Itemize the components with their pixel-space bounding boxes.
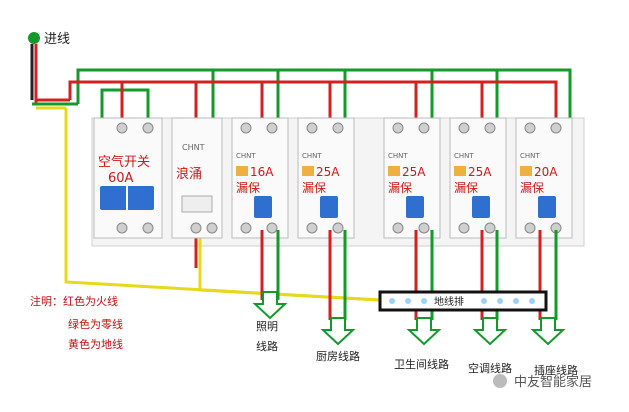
breaker-handle[interactable] — [472, 196, 490, 218]
watermark-text: 中友智能家居 — [514, 374, 592, 390]
down-arrow-icon — [252, 291, 288, 320]
branch-breakers: CHNT16A漏保CHNT25A漏保CHNT25A漏保CHNT25A漏保CHNT… — [231, 117, 573, 239]
main-breaker-label-2: 60A — [108, 171, 134, 186]
test-button[interactable] — [454, 166, 466, 176]
wechat-icon — [493, 374, 507, 388]
breaker-3: CHNT 25A 漏保 — [383, 117, 441, 239]
output-label: 照明 — [256, 320, 278, 333]
ground-terminal — [513, 298, 519, 304]
legend: 注明：红色为火线 绿色为零线 黄色为地线 — [30, 294, 123, 351]
down-arrow-icon — [472, 317, 508, 346]
breaker-2: CHNT 25A 漏保 — [297, 117, 355, 239]
breaker-rating: 16A — [250, 165, 274, 179]
breaker-tag: 漏保 — [302, 181, 326, 195]
brand-mark: CHNT — [388, 152, 408, 160]
ground-terminal — [497, 298, 503, 304]
breaker-handle[interactable] — [254, 196, 272, 218]
breaker-rating: 25A — [402, 165, 426, 179]
breaker-1: CHNT 16A 漏保 — [231, 117, 289, 239]
brand-mark: CHNT — [454, 152, 474, 160]
output-label: 插座线路 — [534, 363, 578, 377]
breaker-rating: 25A — [468, 165, 492, 179]
output-label: 空调线路 — [468, 361, 512, 375]
output-label: 卫生间线路 — [394, 357, 449, 371]
ground-terminal — [529, 298, 535, 304]
brand-mark: CHNT — [520, 152, 540, 160]
output-label: 厨房线路 — [316, 349, 360, 363]
breaker-tag: 漏保 — [520, 181, 544, 195]
brand-mark: CHNT — [182, 143, 205, 152]
test-button[interactable] — [388, 166, 400, 176]
legend-neutral: 绿色为零线 — [68, 317, 123, 331]
breaker-tag: 漏保 — [236, 181, 260, 195]
ground-terminal — [421, 298, 427, 304]
ground-terminal — [481, 298, 487, 304]
breaker-tag: 漏保 — [388, 181, 412, 195]
incoming-label: 进线 — [44, 32, 70, 47]
incoming-feed: 进线 — [28, 32, 78, 110]
brand-mark: CHNT — [236, 152, 256, 160]
ground-bar-label: 地线排 — [434, 295, 464, 308]
breaker-handle[interactable] — [538, 196, 556, 218]
main-breaker: 空气开关 60A — [93, 117, 163, 239]
neutral-bus — [76, 68, 572, 202]
output-label: 线路 — [256, 339, 278, 353]
breaker-rating: 25A — [316, 165, 340, 179]
down-arrow-icon — [530, 317, 566, 346]
legend-live: 注明：红色为火线 — [30, 294, 118, 308]
breaker-rating: 20A — [534, 165, 558, 179]
ground-terminal — [405, 298, 411, 304]
breaker-handle[interactable] — [320, 196, 338, 218]
breaker-tag: 漏保 — [454, 181, 478, 195]
main-breaker-label-1: 空气开关 — [98, 154, 150, 170]
down-arrow-icon — [320, 317, 356, 346]
incoming-terminal-icon — [28, 32, 40, 44]
test-button[interactable] — [302, 166, 314, 176]
down-arrow-icon — [406, 317, 442, 346]
breaker-4: CHNT 25A 漏保 — [449, 117, 507, 239]
ground-bar: 地线排 — [378, 290, 548, 312]
ground-terminal — [389, 298, 395, 304]
breaker-5: CHNT 20A 漏保 — [515, 117, 573, 239]
test-button[interactable] — [236, 166, 248, 176]
legend-earth: 黄色为地线 — [68, 337, 123, 351]
brand-mark: CHNT — [302, 152, 322, 160]
breaker-handle[interactable] — [406, 196, 424, 218]
test-button[interactable] — [520, 166, 532, 176]
surge-protector: CHNT 浪涌 — [171, 117, 223, 239]
watermark: 中友智能家居 — [493, 374, 592, 390]
surge-protector-label: 浪涌 — [176, 167, 202, 182]
